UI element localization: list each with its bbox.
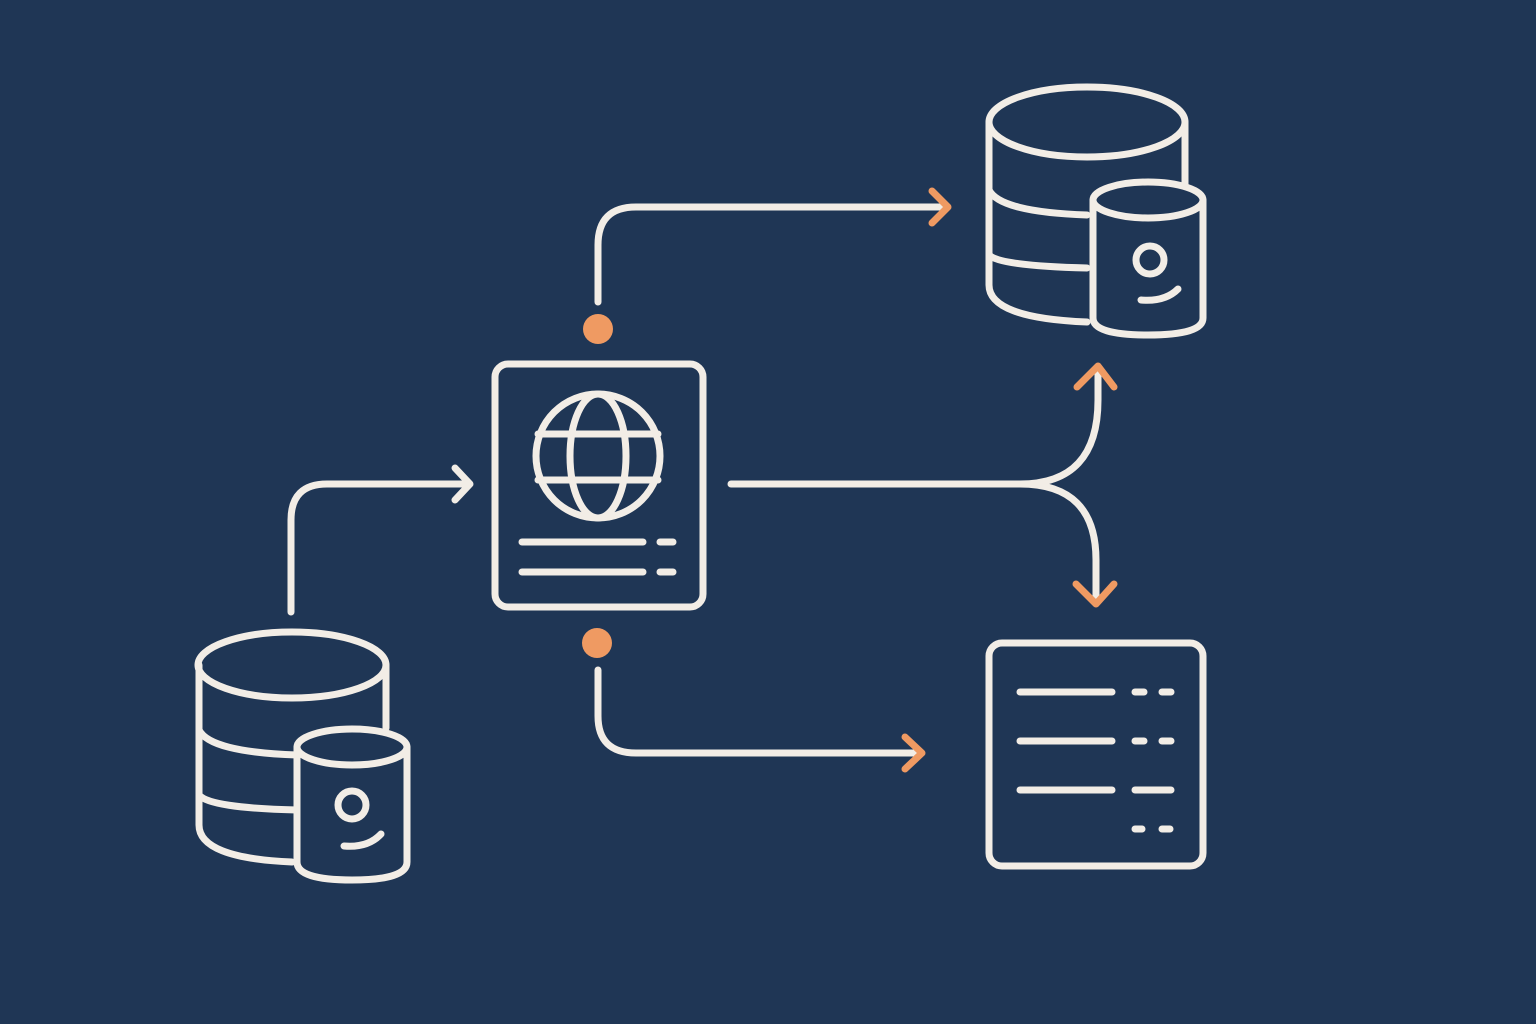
- arrowhead-icon: [901, 733, 926, 773]
- database-user-icon-top: [985, 83, 1207, 339]
- connector-passport-to-top-database: [594, 187, 952, 306]
- document-list-icon: [985, 639, 1207, 870]
- user-icon: [1132, 242, 1168, 278]
- connector-source-to-passport: [287, 464, 474, 616]
- arrowhead-up-icon: [1073, 362, 1118, 391]
- connector-passport-to-document: [594, 666, 926, 773]
- arrowhead-icon: [928, 187, 952, 227]
- port-dot-top: [583, 314, 613, 344]
- arrowhead-icon: [451, 464, 474, 504]
- arrowhead-down-icon: [1072, 580, 1118, 608]
- user-icon: [334, 787, 370, 823]
- port-dot-bottom: [582, 628, 612, 658]
- connector-fork: [727, 362, 1118, 608]
- passport-globe-icon: [491, 360, 707, 611]
- database-user-icon-source: [194, 628, 411, 884]
